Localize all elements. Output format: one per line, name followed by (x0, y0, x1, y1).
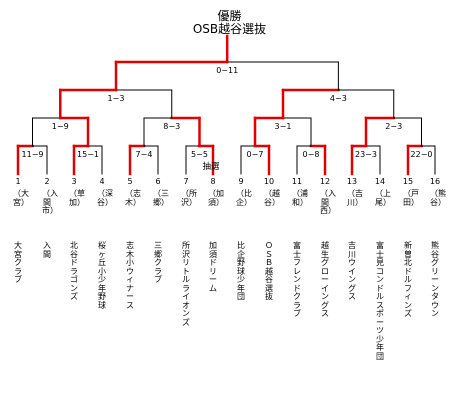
team-seed: 5 (127, 177, 133, 186)
team-seed: 12 (319, 177, 331, 186)
semifinal-1-score: 1−3 (107, 94, 125, 103)
team-name: 新曽北ドルフィンズ (404, 241, 412, 318)
round1-6-score: 0−8 (302, 150, 320, 159)
round1-1-score: 11−9 (21, 150, 44, 159)
team-seed: 11 (291, 177, 303, 186)
quarterfinal-3-score: 3−1 (274, 122, 292, 131)
team-name: 北谷ドラゴンズ (70, 241, 78, 301)
team-name: 所沢リトルライオンズ (182, 241, 190, 327)
champion-name: OSB越谷選抜 (192, 22, 267, 36)
team-name: ＯＳＢ越谷選抜 (265, 241, 273, 301)
team-name: 入間 (43, 241, 51, 259)
team-name: 三郷クラブ (154, 241, 162, 284)
team-seed: 7 (183, 177, 189, 186)
team-name: 桜ヶ丘小少年野球 (98, 241, 106, 310)
semifinal-2-score: 4−3 (329, 94, 347, 103)
quarterfinal-4-score: 2−3 (385, 122, 403, 131)
team-seed: 14 (374, 177, 386, 186)
team-area: （吉川） (347, 189, 363, 207)
round1-7-score: 23−3 (355, 150, 377, 159)
team-area: （上尾） (375, 189, 391, 207)
team-name: 熊谷グリーンタウン (431, 241, 439, 318)
team-area: （熊谷） (430, 189, 446, 207)
round1-8-score: 22−0 (410, 150, 433, 159)
team-area: （三郷） (153, 189, 169, 207)
team-area: （入間西） (320, 189, 336, 215)
round1-4-note: 抽選 (202, 162, 220, 172)
team-seed: 13 (346, 177, 358, 186)
team-name: 志木小ウィナース (126, 241, 134, 310)
team-seed: 8 (210, 177, 216, 186)
round1-4-score: 5−5 (191, 150, 208, 159)
winner-label: 優勝 (217, 9, 242, 23)
team-area: （大宮） (13, 189, 29, 207)
team-area: （越谷） (264, 189, 280, 207)
team-seed: 15 (402, 177, 414, 186)
team-name: 比企野球少年団 (237, 241, 245, 301)
team-area: （志木） (125, 189, 141, 207)
team-area: （加須） (208, 189, 224, 207)
team-seed: 4 (99, 177, 105, 186)
team-name: 大宮クラブ (14, 241, 22, 284)
team-name: 越生グローイングス (321, 241, 329, 318)
team-seed: 1 (15, 177, 21, 186)
team-seed: 16 (429, 177, 441, 186)
team-seed: 2 (44, 177, 50, 186)
team-seed: 9 (238, 177, 244, 186)
team-name: 加須ドリーム (209, 241, 217, 293)
team-area: （比企） (236, 189, 252, 207)
team-seed: 3 (71, 177, 77, 186)
team-area: （戸田） (403, 189, 419, 207)
round1-2-score: 15−1 (77, 150, 99, 159)
team-name: 富士フレンドクラブ (293, 241, 301, 318)
team-area: （草加） (69, 189, 85, 207)
quarterfinal-1-score: 1−9 (51, 122, 69, 131)
team-area: （所沢） (181, 189, 197, 207)
team-name: 富士見コンドルスポーツ少年団 (376, 241, 384, 361)
team-area: （浦和） (292, 189, 308, 207)
team-name: 吉川ウイングス (348, 241, 356, 301)
round1-5-score: 0−7 (246, 150, 264, 159)
team-area: （入間市） (42, 189, 58, 215)
team-seed: 6 (155, 177, 161, 186)
final-1-score: 0−11 (216, 66, 239, 75)
quarterfinal-2-score: 8−3 (163, 122, 181, 131)
team-area: （深谷） (97, 189, 113, 207)
round1-3-score: 7−4 (135, 150, 153, 159)
team-seed: 10 (263, 177, 275, 186)
